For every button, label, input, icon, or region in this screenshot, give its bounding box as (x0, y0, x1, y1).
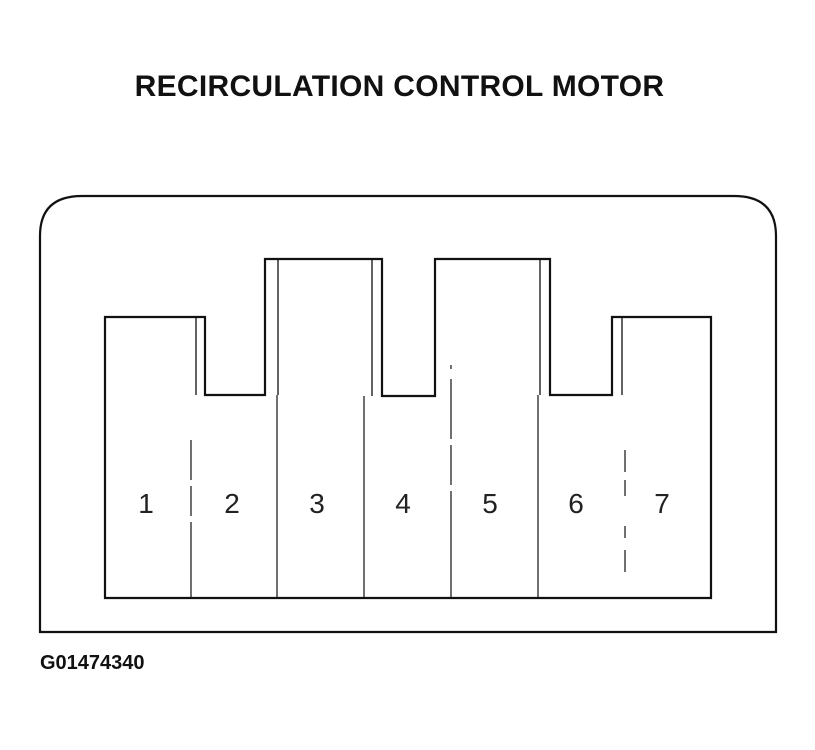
pin-label-7: 7 (654, 488, 670, 519)
pin-label-3: 3 (309, 488, 325, 519)
pin-separators (190, 365, 626, 598)
pin-label-1: 1 (138, 488, 154, 519)
pin-label-2: 2 (224, 488, 240, 519)
terminal-block-outline (103, 257, 713, 600)
pin-label-6: 6 (568, 488, 584, 519)
diagram-title: RECIRCULATION CONTROL MOTOR (134, 70, 665, 103)
pin-label-4: 4 (395, 488, 411, 519)
pin-labels: 1 2 3 4 5 6 7 (138, 488, 670, 519)
pin-label-5: 5 (482, 488, 498, 519)
terminal-edge-lines (195, 259, 623, 396)
connector-housing (38, 194, 778, 634)
figure-code: G01474340 (40, 652, 145, 674)
